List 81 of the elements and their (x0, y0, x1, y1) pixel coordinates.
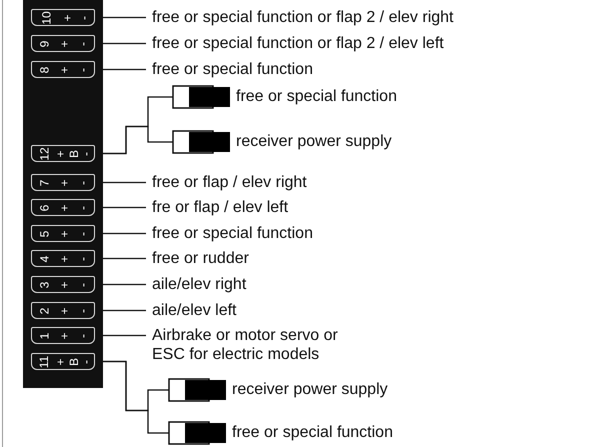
channel-number: 2 (38, 307, 51, 314)
servo-port (31, 174, 95, 191)
connector-line (103, 360, 169, 434)
connector-line (103, 310, 146, 312)
plug-label: free or special function (236, 87, 397, 106)
function-label: free or special function or flap 2 / elev left (146, 34, 444, 53)
receiver-panel (23, 0, 103, 388)
pin-label: - (76, 180, 89, 184)
connector-line (103, 334, 146, 336)
pin-label: - (78, 16, 90, 20)
servo-port (31, 276, 95, 293)
channel-number: 6 (38, 204, 51, 211)
pin-label: + (58, 307, 70, 314)
function-label: aile/elev left (146, 301, 236, 320)
channel-number: 5 (38, 230, 51, 237)
connector-line (103, 16, 146, 18)
channel-number: 1 (38, 332, 51, 339)
connector-line (103, 68, 146, 70)
servo-port (31, 225, 95, 242)
channel-number: 8 (38, 66, 51, 73)
pin-label: - (76, 68, 89, 72)
channel-number: 12 (38, 146, 51, 160)
function-label: aile/elev right (146, 275, 246, 294)
channel-number: 10 (40, 10, 53, 24)
connector-line (103, 206, 146, 208)
servo-plug (168, 421, 226, 445)
servo-plug (172, 85, 230, 109)
connector-line (103, 182, 146, 184)
pin-label: - (76, 206, 89, 210)
function-label: free or special function (146, 224, 313, 243)
plug-label: receiver power supply (236, 132, 392, 151)
servo-port (31, 35, 95, 52)
servo-port (31, 61, 95, 78)
pin-label: B (68, 150, 80, 158)
function-label: Airbrake or motor servo or ESC for electric models (146, 326, 362, 364)
servo-port (31, 9, 95, 26)
servo-port (31, 327, 95, 344)
channel-number: 4 (38, 255, 51, 262)
servo-port (31, 250, 95, 267)
function-label: free or special function (146, 60, 313, 79)
pin-label: + (54, 358, 66, 365)
connector-line (103, 258, 146, 260)
function-label: free or flap / elev right (146, 173, 307, 192)
pin-label: - (76, 232, 89, 236)
pin-label: - (76, 282, 89, 286)
function-label: free or rudder (146, 249, 249, 268)
connector-line (103, 284, 146, 286)
pin-label: - (76, 334, 89, 338)
servo-port (31, 302, 95, 319)
connector-line (103, 232, 146, 234)
pin-label: - (80, 360, 92, 364)
pin-label: + (58, 179, 70, 186)
channel-number: 7 (38, 179, 51, 186)
pin-label: + (58, 230, 70, 237)
pin-label: + (54, 150, 67, 157)
pin-label: + (58, 332, 70, 339)
servo-plug (168, 378, 226, 402)
pin-label: + (58, 40, 70, 47)
pin-label: - (76, 42, 89, 46)
servo-port (31, 353, 95, 370)
channel-number: 3 (38, 281, 51, 288)
plug-label: receiver power supply (232, 380, 388, 399)
pin-label: - (76, 308, 89, 312)
function-label: fre or flap / elev left (146, 198, 288, 217)
pin-label: + (58, 66, 70, 73)
pin-label: B (68, 358, 80, 366)
connector-line (103, 126, 173, 154)
plug-label: free or special function (232, 423, 393, 442)
pin-label: + (58, 255, 70, 262)
servo-port (31, 199, 95, 216)
pin-label: + (62, 14, 74, 21)
channel-number: 11 (38, 355, 50, 368)
pin-label: - (80, 152, 92, 156)
connector-line (103, 42, 146, 44)
pin-label: - (76, 256, 89, 260)
function-label: free or special function or flap 2 / elev right (146, 8, 454, 27)
pin-label: + (58, 281, 70, 288)
servo-port (31, 145, 95, 162)
pin-label: + (58, 204, 70, 211)
channel-number: 9 (38, 40, 51, 47)
servo-plug (172, 130, 230, 154)
